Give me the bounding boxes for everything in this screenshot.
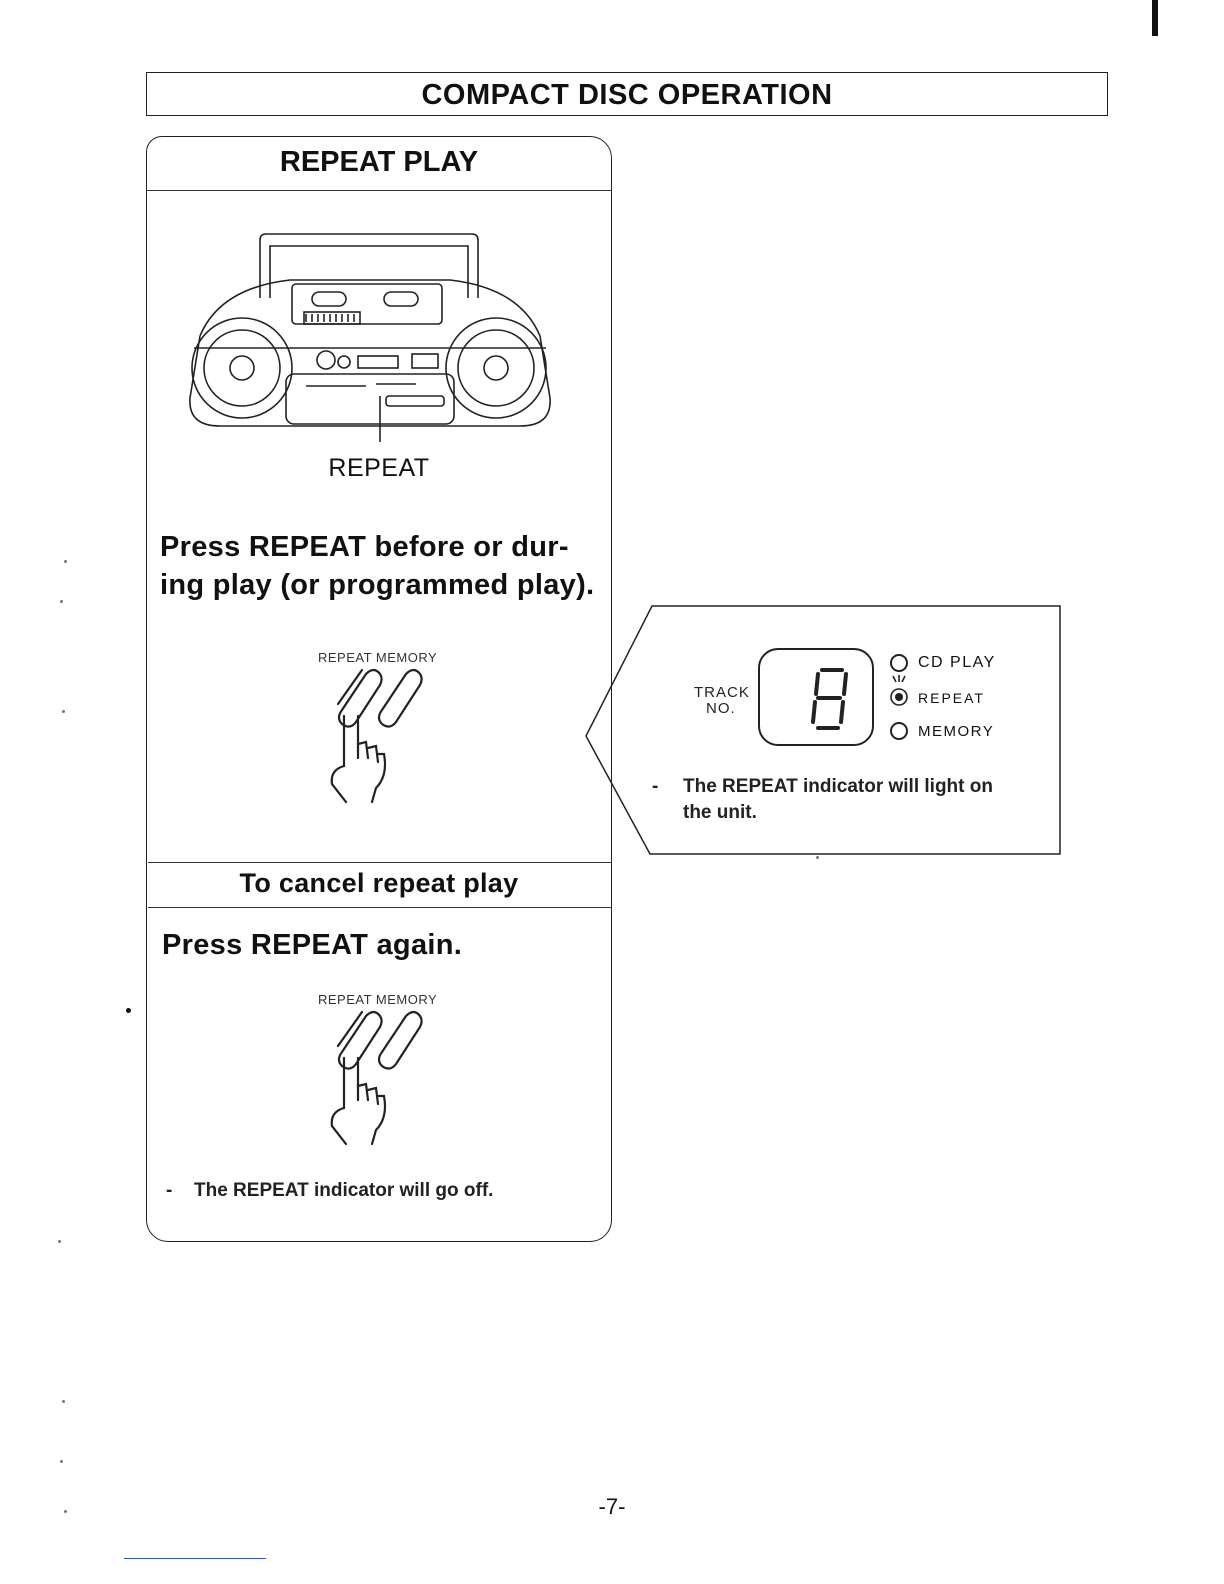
indicator-cd-play: CD PLAY: [918, 654, 996, 672]
step2-text: Press REPEAT again.: [162, 926, 602, 964]
cancel-bottom-divider: [148, 907, 612, 908]
button-label-repeat-memory-2: REPEAT MEMORY: [318, 992, 437, 1007]
note-light-line2: the unit.: [683, 802, 757, 824]
memory-indicator-icon: [890, 722, 908, 740]
seven-segment-digit-icon: [760, 650, 872, 744]
note-indicator-off: The REPEAT indicator will go off.: [194, 1180, 493, 1202]
scan-speck: [60, 1460, 63, 1463]
note-dash-2: -: [652, 776, 658, 798]
cd-play-indicator-icon: [890, 654, 908, 672]
scan-speck: [64, 560, 67, 563]
scan-speck: [64, 1510, 67, 1513]
page-edge-mark: [1152, 0, 1158, 36]
header-title: COMPACT DISC OPERATION: [147, 79, 1107, 112]
scan-speck: [62, 1400, 65, 1403]
track-label-line2: NO.: [706, 700, 736, 717]
scan-speck: [816, 856, 819, 859]
button-label-repeat-memory: REPEAT MEMORY: [318, 650, 437, 665]
repeat-indicator-lit-icon: [886, 674, 912, 710]
page-number: -7-: [0, 1494, 1224, 1520]
boombox-illustration-icon: [180, 228, 560, 448]
title-divider: [147, 190, 611, 191]
step1-line1: Press REPEAT before or dur-: [160, 528, 610, 566]
repeat-button-callout: REPEAT: [146, 454, 612, 483]
track-display-window: [758, 648, 874, 746]
scan-speck: [62, 710, 65, 713]
hand-press-icon: [320, 1008, 430, 1148]
note-dash-1: -: [166, 1180, 172, 1202]
track-label-line1: TRACK: [694, 684, 750, 701]
indicator-memory: MEMORY: [918, 723, 994, 740]
cancel-top-divider: [148, 862, 612, 863]
scan-speck: [58, 1240, 61, 1243]
section-header: COMPACT DISC OPERATION: [146, 72, 1108, 116]
note-light-line1: The REPEAT indicator will light on: [683, 776, 993, 798]
scan-speck: [60, 600, 63, 603]
panel-title: REPEAT PLAY: [146, 146, 612, 179]
indicator-repeat: REPEAT: [918, 690, 985, 706]
step1-line2: ing play (or programmed play).: [160, 566, 610, 604]
scan-speck: [126, 1008, 131, 1013]
hand-press-icon: [320, 666, 430, 806]
cancel-title: To cancel repeat play: [146, 868, 612, 899]
footer-rule: [124, 1558, 266, 1559]
